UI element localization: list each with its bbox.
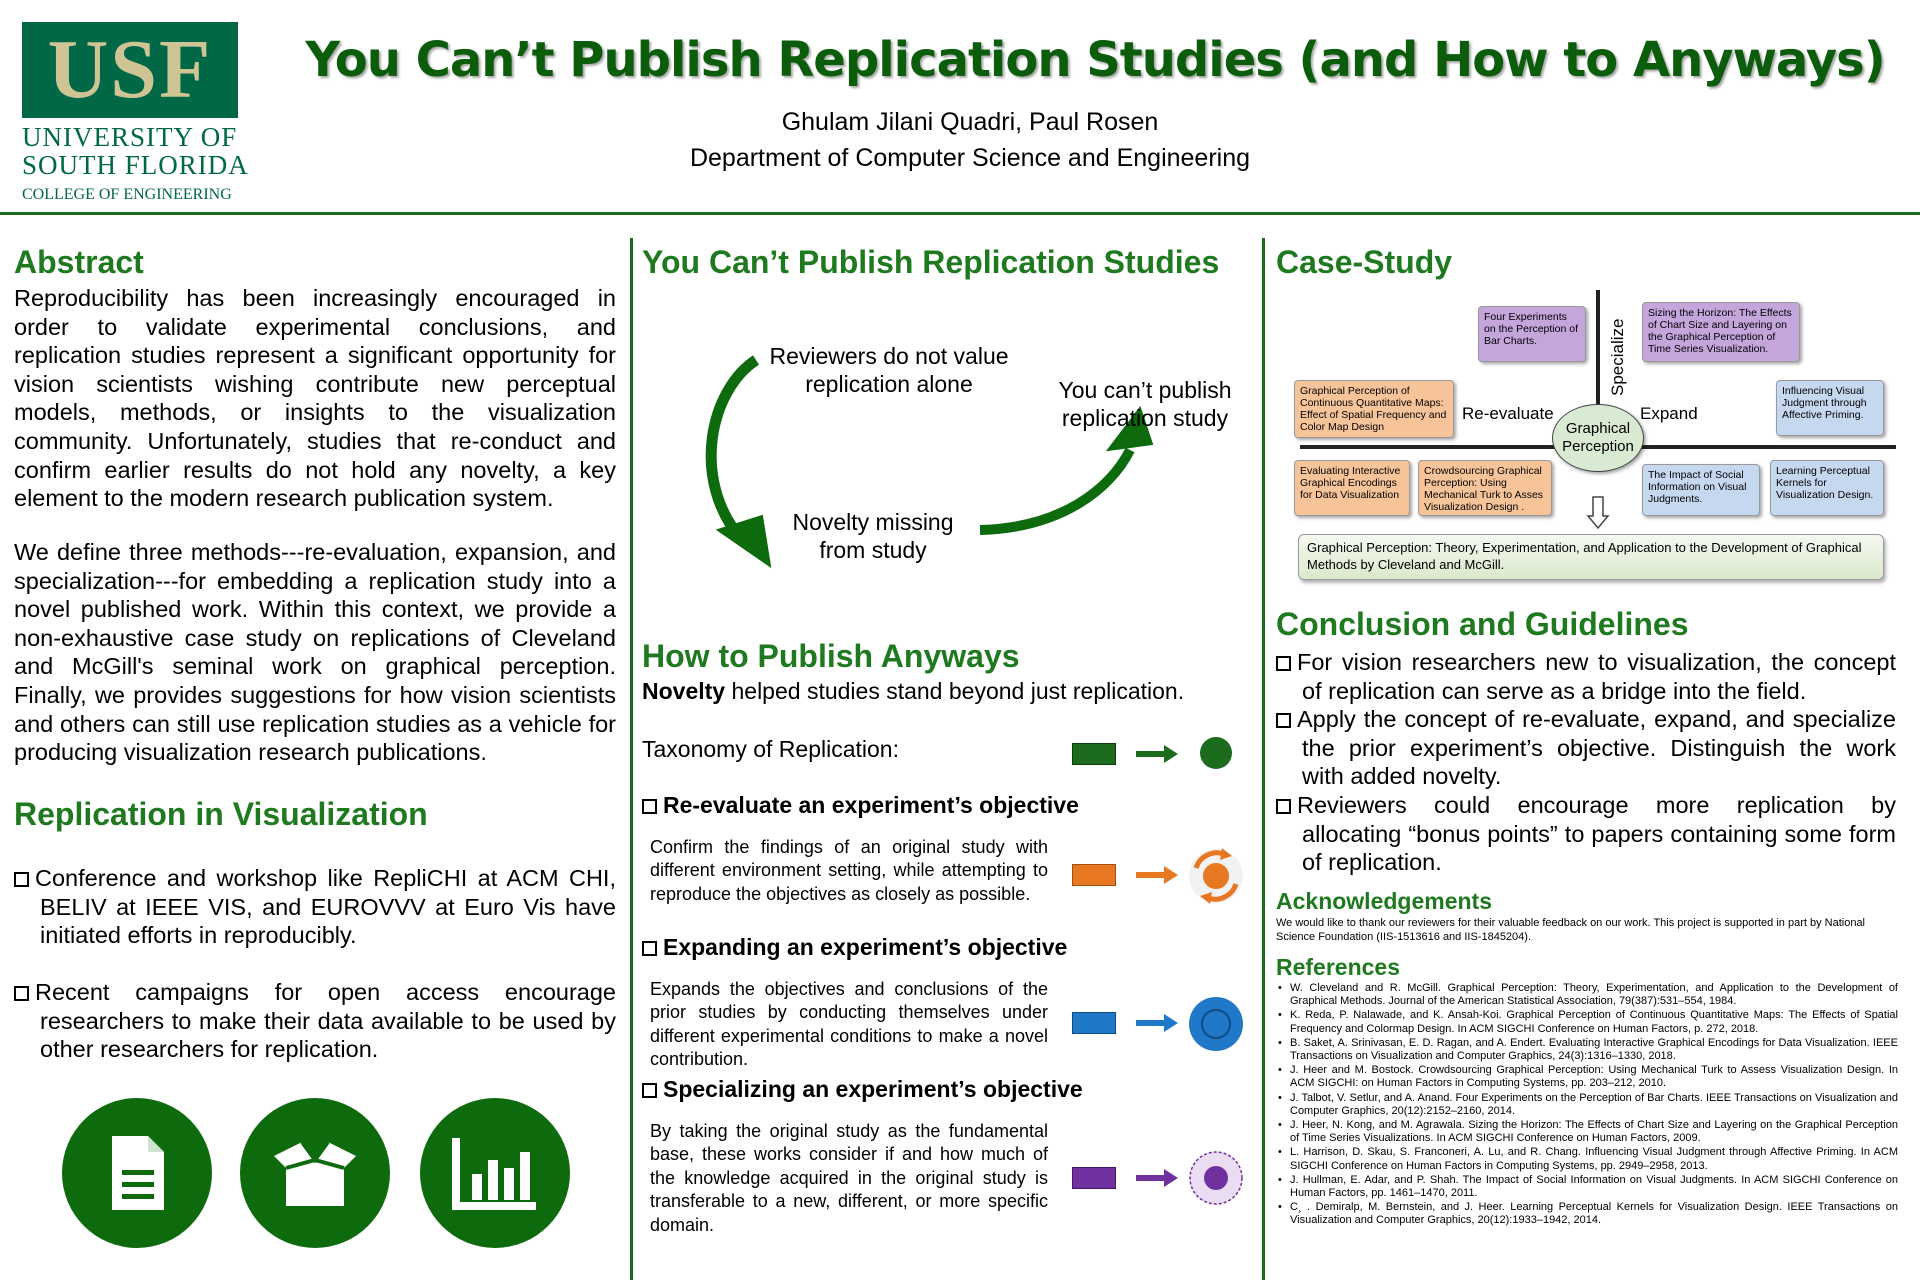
column-divider-right (1262, 238, 1265, 1280)
taxonomy-label: Taxonomy of Replication: (642, 736, 899, 762)
box-continuous-maps: Graphical Perception of Continuous Quant… (1294, 380, 1454, 438)
conclusion-bullet-3-text: Reviewers could encourage more replicati… (1297, 792, 1896, 876)
novelty-bold: Novelty (642, 678, 726, 704)
novelty-rest: helped studies stand beyond just replica… (725, 678, 1185, 704)
conclusion-bullet-1-text: For vision researchers new to visualizat… (1297, 649, 1896, 704)
box-base-paper-text: Graphical Perception: Theory, Experiment… (1307, 540, 1862, 572)
checkbox-icon (14, 872, 29, 887)
abstract-paragraph-1: Reproducibility has been increasingly en… (14, 285, 616, 512)
poster-department: Department of Computer Science and Engin… (689, 144, 1251, 172)
reevaluate-arrow-icon (1136, 866, 1178, 884)
refs-heading: References (1276, 954, 1401, 980)
open-box-icon (240, 1098, 390, 1248)
checkbox-icon (642, 941, 657, 956)
cant-publish-heading: You Can’t Publish Replication Studies (642, 244, 1220, 280)
checkbox-icon (1276, 656, 1291, 671)
poster-authors: Ghulam Jilani Quadri, Paul Rosen (781, 108, 1159, 136)
replication-bullet-1-text: Conference and workshop like RepliCHI at… (35, 865, 616, 949)
specialize-rect-icon (1072, 1167, 1116, 1189)
usf-logo-text: USF (47, 23, 213, 116)
expand-text: Expands the objectives and conclusions o… (650, 979, 1048, 1070)
reference-item: J. Heer, N. Kong, and M. Agrawala. Sizin… (1276, 1119, 1898, 1145)
checkbox-icon (1276, 713, 1291, 728)
expand-title-text: Expanding an experiment’s objective (663, 934, 1068, 960)
cycle-text-cant-publish: You can’t publish replication study (1058, 377, 1232, 431)
specialize-title: Specializing an experiment’s objective (642, 1076, 1083, 1103)
box-sizing-horizon: Sizing the Horizon: The Effects of Chart… (1642, 302, 1800, 362)
reevaluate-title-text: Re-evaluate an experiment’s objective (663, 792, 1079, 818)
expand-title: Expanding an experiment’s objective (642, 934, 1067, 961)
checkbox-icon (642, 799, 657, 814)
cycle-text-novelty: Novelty missing from study (792, 509, 954, 563)
reevaluate-text: Confirm the findings of an original stud… (650, 837, 1048, 904)
reference-item: B. Saket, A. Srinivasan, E. D. Ragan, an… (1276, 1037, 1898, 1063)
abstract-paragraph-2: We define three methods---re-evaluation,… (14, 539, 616, 766)
reference-item: J. Talbot, V. Setlur, and A. Anand. Four… (1276, 1092, 1898, 1118)
cycle-text-reviewers: Reviewers do not value replication alone (769, 343, 1009, 397)
replication-bullet-2: Recent campaigns for open access encoura… (14, 978, 616, 1064)
specialize-title-text: Specializing an experiment’s objective (663, 1076, 1083, 1102)
conclusion-bullet-1: For vision researchers new to visualizat… (1276, 648, 1896, 705)
usf-logo-line3: COLLEGE OF ENGINEERING (22, 186, 232, 203)
box-perceptual-kernels: Learning Perceptual Kernels for Visualiz… (1770, 460, 1884, 516)
bar-chart-icon (420, 1098, 570, 1248)
specialize-circle-icon (1189, 1151, 1243, 1205)
reference-item: W. Cleveland and R. McGill. Graphical Pe… (1276, 982, 1898, 1008)
header-divider (0, 212, 1920, 215)
label-specialize: Specialize (1608, 318, 1627, 397)
poster-title: You Can’t Publish Replication Studies (a… (305, 32, 1885, 88)
cycle-arrows (705, 355, 1154, 569)
conclusion-bullet-2-text: Apply the concept of re-evaluate, expand… (1297, 706, 1896, 790)
reference-item: J. Heer and M. Bostock. Crowdsourcing Gr… (1276, 1064, 1898, 1090)
references-list: W. Cleveland and R. McGill. Graphical Pe… (1276, 982, 1898, 1229)
document-icon (62, 1098, 212, 1248)
box-influencing-judgment: Influencing Visual Judgment through Affe… (1776, 380, 1884, 436)
ack-text: We would like to thank our reviewers for… (1276, 917, 1866, 943)
replication-bullet-1: Conference and workshop like RepliCHI at… (14, 864, 616, 950)
checkbox-icon (14, 986, 29, 1001)
diagram-center-node: Graphical Perception (1552, 404, 1644, 472)
checkbox-icon (642, 1083, 657, 1098)
reference-item: K. Reda, P. Nalawade, and K. Ansah-Koi. … (1276, 1009, 1898, 1035)
conclusion-bullet-2: Apply the concept of re-evaluate, expand… (1276, 705, 1896, 791)
taxonomy-arrow-icon (1136, 745, 1178, 763)
column-divider-left (630, 238, 633, 1280)
box-base-paper: Graphical Perception: Theory, Experiment… (1298, 534, 1884, 580)
reevaluate-rect-icon (1072, 864, 1116, 886)
conclusion-bullet-3: Reviewers could encourage more replicati… (1276, 791, 1896, 877)
specialize-arrow-icon (1136, 1169, 1178, 1187)
checkbox-icon (1276, 799, 1291, 814)
reference-item: J. Hullman, E. Adar, and P. Shah. The Im… (1276, 1174, 1898, 1200)
down-arrow-icon (1586, 496, 1610, 530)
reevaluate-title: Re-evaluate an experiment’s objective (642, 792, 1079, 819)
replication-vis-heading: Replication in Visualization (14, 796, 428, 832)
how-publish-heading: How to Publish Anyways (642, 638, 1020, 674)
usf-logo: USF (22, 22, 238, 118)
expand-arrow-icon (1136, 1014, 1178, 1032)
reevaluate-cycle-icon (1189, 848, 1243, 904)
box-four-experiments: Four Experiments on the Perception of Ba… (1478, 306, 1586, 362)
conclusion-heading: Conclusion and Guidelines (1276, 606, 1689, 642)
ack-heading: Acknowledgements (1276, 888, 1492, 914)
usf-logo-line1: UNIVERSITY OF (22, 122, 238, 152)
expand-circle-icon (1189, 997, 1243, 1051)
label-reevaluate: Re-evaluate (1462, 404, 1554, 423)
specialize-text: By taking the original study as the fund… (650, 1121, 1048, 1235)
abstract-heading: Abstract (14, 244, 144, 280)
diagram-vertical-axis (1596, 290, 1600, 446)
box-social-information: The Impact of Social Information on Visu… (1642, 464, 1760, 516)
replication-bullet-2-text: Recent campaigns for open access encoura… (35, 979, 616, 1063)
box-evaluating-encodings: Evaluating Interactive Graphical Encodin… (1294, 460, 1410, 516)
reference-item: C¸ . Demiralp, M. Bernstein, and J. Heer… (1276, 1201, 1898, 1227)
usf-logo-line2: SOUTH FLORIDA (22, 150, 249, 180)
novelty-line: Novelty helped studies stand beyond just… (642, 678, 1184, 705)
diagram-center-label: Graphical Perception (1562, 420, 1634, 455)
expand-rect-icon (1072, 1012, 1116, 1034)
box-crowdsourcing: Crowdsourcing Graphical Perception: Usin… (1418, 460, 1552, 516)
taxonomy-rect-icon (1072, 743, 1116, 765)
label-expand: Expand (1640, 404, 1698, 423)
taxonomy-circle-icon (1200, 737, 1232, 769)
reference-item: L. Harrison, D. Skau, S. Franconeri, A. … (1276, 1146, 1898, 1172)
case-study-heading: Case-Study (1276, 244, 1453, 280)
